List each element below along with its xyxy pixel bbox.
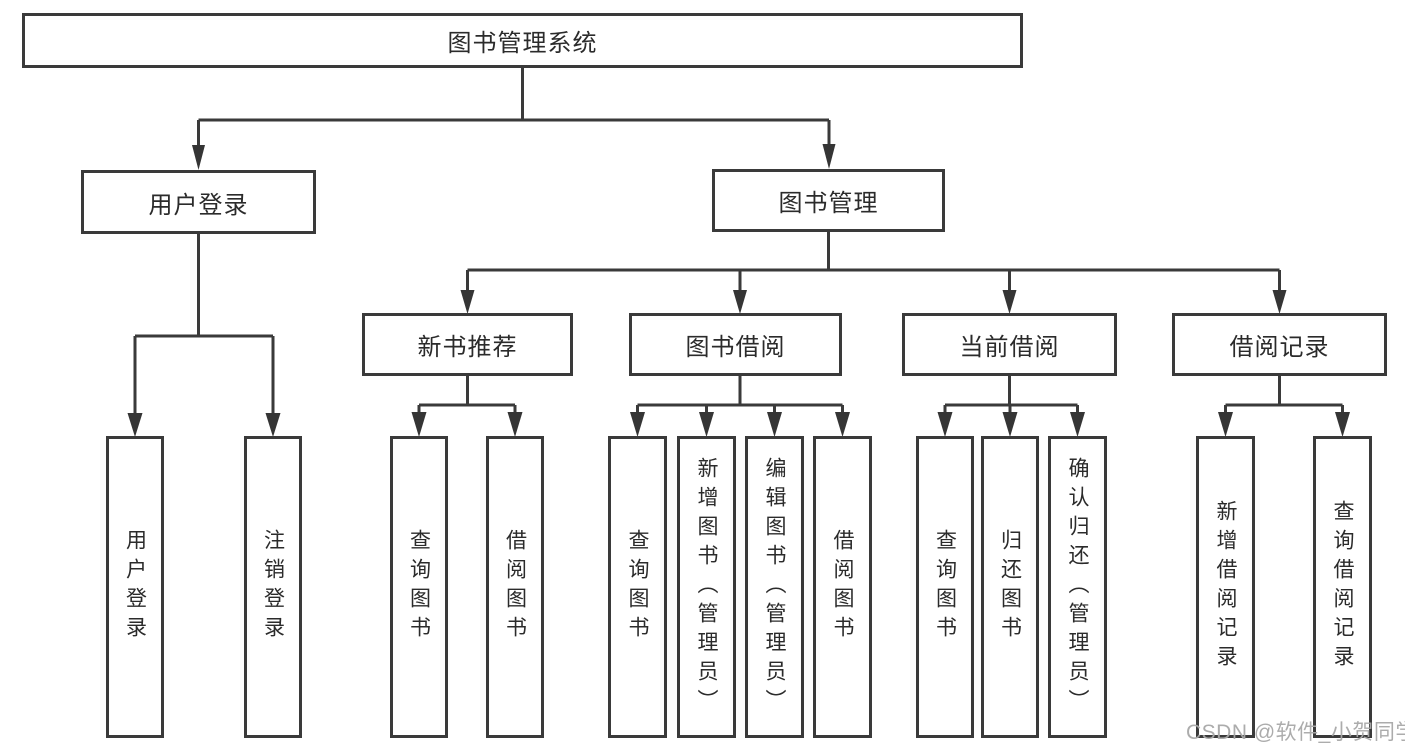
node-library-system: 图书管理系统 <box>22 13 1023 68</box>
node-label: 查询图书 <box>407 529 431 645</box>
leaf-query-books-recommend: 查询图书 <box>390 436 448 738</box>
leaf-add-books-admin: 新增图书（管理员） <box>677 436 736 738</box>
node-label: 图书借阅 <box>685 334 786 361</box>
node-label: 注销登录 <box>261 529 285 645</box>
leaf-add-borrow-record: 新增借阅记录 <box>1196 436 1255 738</box>
watermark: CSDN @软件_小贺同学 <box>1186 721 1405 744</box>
node-label: 确认归还（管理员） <box>1066 456 1089 718</box>
node-label: 图书管理系统 <box>447 30 598 57</box>
node-label: 查询图书 <box>626 529 649 645</box>
node-label: 查询图书 <box>933 529 957 645</box>
node-current-borrowing: 当前借阅 <box>902 313 1117 376</box>
node-borrowing-records: 借阅记录 <box>1172 313 1387 376</box>
node-book-management: 图书管理 <box>712 169 945 232</box>
node-new-book-recommend: 新书推荐 <box>362 313 573 376</box>
node-label: 新书推荐 <box>417 334 518 361</box>
leaf-borrow-books-borrowing: 借阅图书 <box>813 436 872 738</box>
node-label: 新增借阅记录 <box>1214 500 1237 674</box>
node-label: 借阅记录 <box>1229 334 1330 361</box>
node-label: 当前借阅 <box>959 334 1060 361</box>
node-label: 图书管理 <box>778 190 879 217</box>
leaf-edit-books-admin: 编辑图书（管理员） <box>745 436 804 738</box>
node-book-borrowing: 图书借阅 <box>629 313 842 376</box>
node-label: 查询借阅记录 <box>1331 500 1354 674</box>
node-label: 新增图书（管理员） <box>695 456 718 718</box>
leaf-query-borrow-record: 查询借阅记录 <box>1313 436 1372 738</box>
node-label: 借阅图书 <box>503 529 527 645</box>
node-label: 归还图书 <box>998 529 1022 645</box>
leaf-query-books-current: 查询图书 <box>916 436 974 738</box>
leaf-borrow-books-recommend: 借阅图书 <box>486 436 544 738</box>
node-label: 借阅图书 <box>831 529 854 645</box>
node-user-login: 用户登录 <box>81 170 316 234</box>
leaf-confirm-return-admin: 确认归还（管理员） <box>1048 436 1107 738</box>
leaf-logout: 注销登录 <box>244 436 302 738</box>
node-label: 编辑图书（管理员） <box>763 456 786 718</box>
leaf-user-login: 用户登录 <box>106 436 164 738</box>
leaf-query-books-borrowing: 查询图书 <box>608 436 667 738</box>
leaf-return-books: 归还图书 <box>981 436 1039 738</box>
node-label: 用户登录 <box>148 191 249 219</box>
node-label: 用户登录 <box>123 529 147 645</box>
